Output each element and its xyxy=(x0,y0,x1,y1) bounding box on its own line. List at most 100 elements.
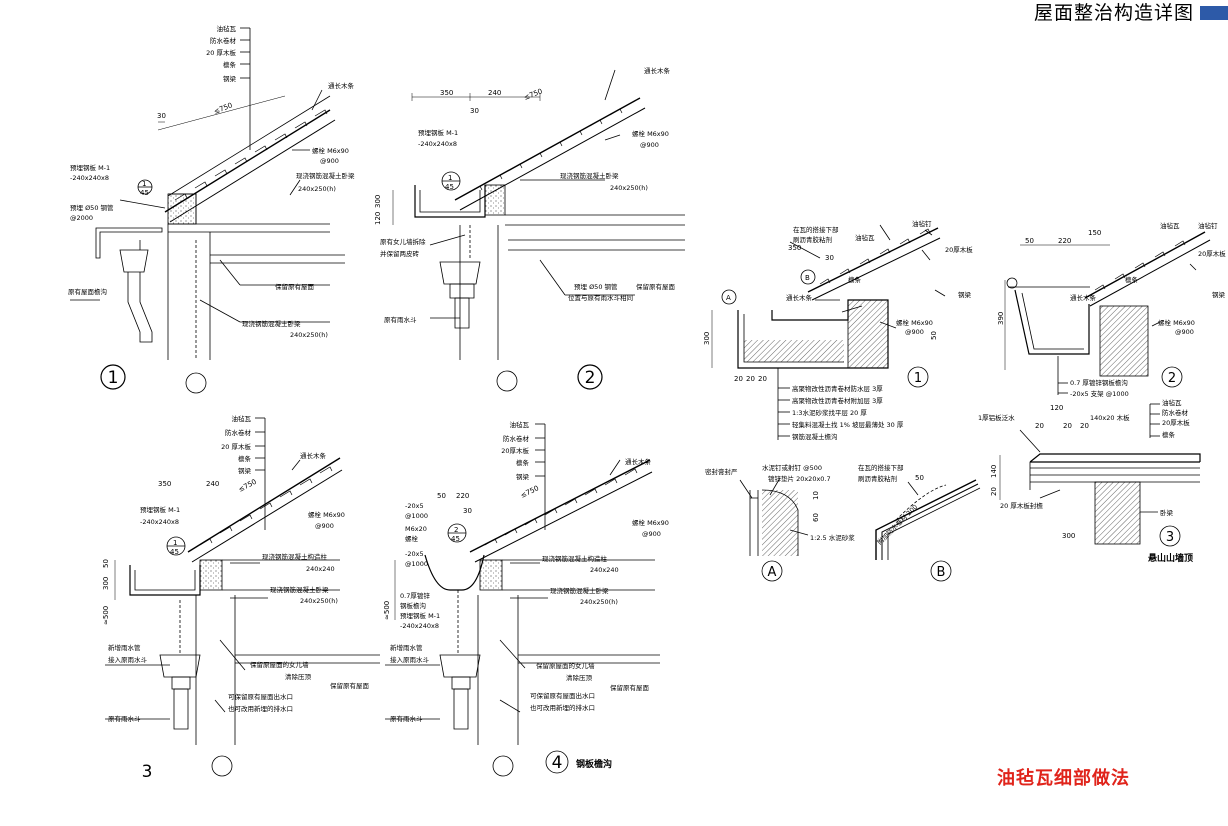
d3-layer-1: 油毡瓦 xyxy=(232,414,252,423)
d4-dim-2: 220 xyxy=(456,492,469,500)
d2-callout-top: 1 xyxy=(448,174,452,182)
d3-bolt-spacing: @900 xyxy=(315,522,334,530)
d2-dim-2: 240 xyxy=(488,89,501,97)
r2-dim-3: 150 xyxy=(1088,229,1101,237)
rb-under: 在瓦的搭接下部 xyxy=(858,463,904,472)
d1-eave-label: 原有屋面檐沟 xyxy=(68,287,107,296)
d3-dim-1: 350 xyxy=(158,480,171,488)
detail-4 xyxy=(385,423,660,777)
r1-nail: 油毡钉 xyxy=(912,219,932,228)
r1-callout-a: A xyxy=(726,294,731,302)
d3-embed-plate: 预埋钢板 M-1 xyxy=(140,505,180,514)
r3-dim-6: 20 xyxy=(990,487,998,496)
right-detail-a xyxy=(739,477,809,582)
r2-support: -20x5 支架 @1000 xyxy=(1070,389,1129,398)
r1-bolt: 螺栓 M6x90 xyxy=(896,318,933,327)
r2-felt: 油毡瓦 xyxy=(1160,221,1180,230)
r3-number: 3 xyxy=(1166,530,1174,545)
r1-batten: 通长木条 xyxy=(786,293,813,302)
d1-beam2-label: 现浇钢筋混凝土卧梁 xyxy=(242,319,301,328)
d2-parapet-label-2: 并保留两皮砖 xyxy=(380,249,420,258)
d3-layer-5: 钢梁 xyxy=(238,466,252,475)
ra-mortar: 1:2.5 水泥砂浆 xyxy=(810,533,855,542)
ra-number: A xyxy=(768,565,777,580)
r3-felt: 油毡瓦 xyxy=(1162,398,1182,407)
ra-dim-2: 60 xyxy=(812,513,820,522)
d1-number: 1 xyxy=(108,368,119,388)
d2-dim-3: ≤750 xyxy=(523,87,544,102)
d3-keep-roof: 保留原有屋面 xyxy=(330,681,370,690)
d4-callout-top: 2 xyxy=(454,526,458,534)
d1-layer-3: 20 厚木板 xyxy=(206,48,236,57)
d3-layer-3: 20 厚木板 xyxy=(221,442,251,451)
r1-dim-5: 20 xyxy=(746,375,755,383)
r1-under-tile-2: 刷沥青胶粘剂 xyxy=(793,235,832,244)
d3-bolt-label: 螺栓 M6x90 xyxy=(308,510,345,519)
r2-gutter: 0.7 厚镀锌钢板檐沟 xyxy=(1070,378,1128,387)
right-detail-1 xyxy=(711,224,946,440)
r2-bolt: 螺栓 M6x90 xyxy=(1158,318,1195,327)
ra-seal: 密封膏封严 xyxy=(705,467,738,476)
r1-felt: 油毡瓦 xyxy=(855,233,875,242)
r3-dim-7: 300 xyxy=(1062,532,1075,540)
d4-beam-label: 现浇钢筋混凝土卧梁 xyxy=(550,586,609,595)
d2-embed-plate-size: -240x240x8 xyxy=(418,140,457,148)
d2-number: 2 xyxy=(585,368,596,388)
d1-keep-roof: 保留原有屋面 xyxy=(275,282,315,291)
rb-extra: 附加防水卷材 200 xyxy=(875,502,919,546)
r3-purlin: 檩条 xyxy=(1162,430,1176,439)
ra-washer: 镀锌垫片 20x20x0.7 xyxy=(768,474,831,483)
rb-under-2: 刷沥青胶粘剂 xyxy=(858,474,897,483)
d4-keep-roof: 保留原有屋面 xyxy=(610,683,650,692)
r3-seal: 20 厚木板封檐 xyxy=(1000,501,1043,510)
r1-layer-5: 钢筋混凝土檐沟 xyxy=(792,432,838,441)
detail-1 xyxy=(70,27,345,394)
r1-bolt-spacing: @900 xyxy=(905,328,924,336)
ra-dim-1: 10 xyxy=(812,491,820,500)
d4-dim-4: 30 xyxy=(463,507,472,515)
d3-parapet: 保留原屋面的女儿墙 xyxy=(250,660,309,669)
d1-layer-5: 钢梁 xyxy=(223,74,237,83)
title-accent-bar xyxy=(1200,6,1228,20)
d3-dim-5: 50 xyxy=(102,559,110,568)
right-detail-2 xyxy=(1004,231,1211,395)
r1-layer-4: 轻集料混凝土找 1% 坡层最薄处 30 厚 xyxy=(792,420,904,429)
r2-beam: 钢梁 xyxy=(1212,290,1226,299)
d2-dim-4: 30 xyxy=(470,107,479,115)
d1-dim-2: ≤750 xyxy=(213,101,234,116)
d1-beam2-size: 240x250(h) xyxy=(290,331,328,339)
d1-dim-1: 30 xyxy=(157,112,166,120)
d4-new-pipe: 新增雨水管 xyxy=(390,643,423,652)
d4-title: 钢板檐沟 xyxy=(576,758,612,770)
d4-dim-5: ≈500 xyxy=(383,601,391,620)
d2-beam-label: 现浇钢筋混凝土卧梁 xyxy=(560,171,619,180)
d1-layer-1: 油毡瓦 xyxy=(217,24,237,33)
d3-dim-4: 300 xyxy=(102,577,110,590)
r3-dim-4: 20 xyxy=(1080,422,1089,430)
r2-dim-2: 220 xyxy=(1058,237,1071,245)
r2-nail: 油毡钉 xyxy=(1198,221,1218,230)
right-detail-b xyxy=(875,479,981,582)
d3-beam-size: 240x250(h) xyxy=(300,597,338,605)
d4-column-size: 240x240 xyxy=(590,566,619,574)
right-detail-3 xyxy=(999,403,1201,547)
d3-number: 3 xyxy=(142,762,153,782)
d3-dim-6: ≈500 xyxy=(102,606,110,625)
d4-drain: 原有雨水斗 xyxy=(390,714,423,723)
d2-bolt-spacing: @900 xyxy=(640,141,659,149)
d4-bracket2: -20x5 xyxy=(405,550,424,558)
d3-callout-bottom: 45 xyxy=(170,548,179,556)
rb-dim: 50 xyxy=(915,474,924,482)
r1-number: 1 xyxy=(914,371,922,386)
d4-bracket2-spacing: @1000 xyxy=(405,560,428,568)
r2-number: 2 xyxy=(1168,371,1176,386)
d1-callout-bottom: 45 xyxy=(140,189,149,197)
r1-dim-2: 30 xyxy=(825,254,834,262)
d3-dim-3: ≤750 xyxy=(237,478,258,494)
r3-dim-3: 20 xyxy=(1063,422,1072,430)
d3-outlet: 可保留原有屋面出水口 xyxy=(228,692,293,701)
r2-board: 20厚木板 xyxy=(1198,249,1226,258)
detail-2 xyxy=(392,69,685,392)
r1-dim-1: 350 xyxy=(788,244,801,252)
d4-layer-4: 檩条 xyxy=(516,458,530,467)
